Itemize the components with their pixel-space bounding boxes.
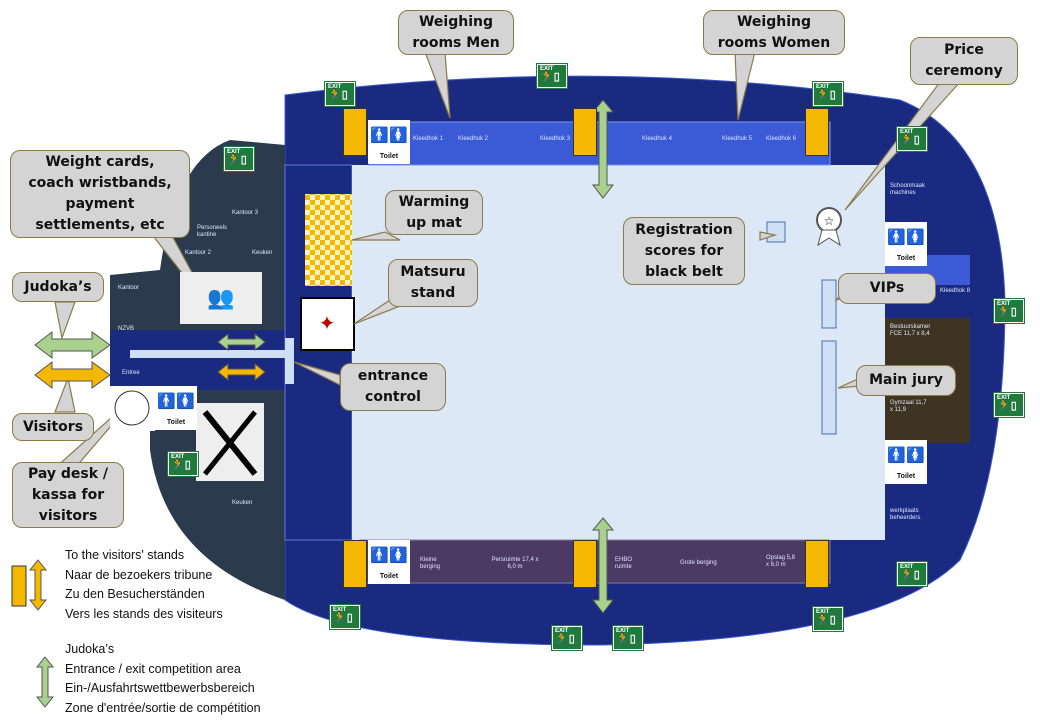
room-label: Keuken bbox=[232, 500, 253, 506]
room-label: Kleedhok 8 bbox=[940, 288, 971, 294]
room-label: EHBO ruimte bbox=[615, 557, 633, 570]
registration-table bbox=[766, 221, 786, 243]
room-label: Keuken bbox=[252, 250, 273, 256]
room-label: NZVB bbox=[118, 326, 135, 332]
callout-main-jury: Main jury bbox=[856, 365, 956, 396]
room-label: werkplaats beheerders bbox=[890, 508, 921, 521]
room-label: Kleedhok 1 bbox=[413, 136, 444, 142]
room-label: Grote berging bbox=[680, 560, 717, 566]
judoka-arrows bbox=[34, 99, 615, 614]
room-label: Kantoor bbox=[118, 285, 140, 291]
stairs-icon bbox=[343, 540, 367, 588]
entrance-control-gate bbox=[285, 338, 294, 384]
warming-up-mat bbox=[305, 194, 352, 286]
room-label: Persruimte 17,4 x 6,0 m bbox=[491, 557, 539, 570]
vip-table bbox=[821, 279, 837, 329]
exit-sign: EXIT🏃▯ bbox=[223, 146, 255, 172]
exit-sign: EXIT🏃▯ bbox=[812, 81, 844, 107]
toilet-sign: 🚹🚺Toilet bbox=[885, 222, 927, 266]
svg-text:✦: ✦ bbox=[319, 313, 336, 335]
room-label: Bestuurskamer FCE 11,7 x 8,4 bbox=[890, 324, 931, 337]
exit-sign: EXIT🏃▯ bbox=[993, 392, 1025, 418]
room-label: Personeels kantine bbox=[197, 225, 228, 238]
stairs-icon bbox=[805, 108, 829, 156]
room-label: Kleedhok 4 bbox=[642, 136, 673, 142]
room-label: Kleine berging bbox=[420, 557, 441, 570]
room-label: Kleedhok 6 bbox=[766, 136, 797, 142]
callout-visitors: Visitors bbox=[12, 413, 94, 441]
room-label: Kleedhok 5 bbox=[722, 136, 753, 142]
room-label: Schoonmaak machines bbox=[890, 183, 926, 196]
exit-sign: EXIT🏃▯ bbox=[896, 561, 928, 587]
stairs-icon bbox=[343, 108, 367, 156]
svg-text:👥: 👥 bbox=[207, 285, 234, 310]
room-label: Gymzaal 11,7 x 11,9 bbox=[890, 400, 927, 413]
stairs-icon bbox=[573, 108, 597, 156]
toilet-sign: 🚹🚺Toilet bbox=[155, 386, 197, 430]
pay-desk-icon bbox=[110, 386, 155, 431]
exit-sign: EXIT🏃▯ bbox=[167, 451, 199, 477]
exit-sign: EXIT🏃▯ bbox=[896, 126, 928, 152]
exit-sign: EXIT🏃▯ bbox=[324, 81, 356, 107]
svg-text:☆: ☆ bbox=[824, 214, 835, 228]
exit-sign: EXIT🏃▯ bbox=[812, 606, 844, 632]
toilet-sign: 🚹🚺Toilet bbox=[368, 540, 410, 584]
room-label: Kleedhok 2 bbox=[458, 136, 489, 142]
toilet-sign: 🚹🚺Toilet bbox=[368, 120, 410, 164]
callout-vips: VIPs bbox=[838, 273, 936, 304]
room-label: Kleedhok 3 bbox=[540, 136, 571, 142]
exit-sign: EXIT🏃▯ bbox=[993, 298, 1025, 324]
exit-sign: EXIT🏃▯ bbox=[551, 625, 583, 651]
room-label: Kantoor 2 bbox=[185, 250, 212, 256]
main-jury-table bbox=[821, 340, 837, 435]
stairs-icon bbox=[573, 540, 597, 588]
room-label: Kantoor 3 bbox=[232, 210, 259, 216]
stairs-icon bbox=[805, 540, 829, 588]
room-label: Opslag 5,8 x 6,0 m bbox=[766, 555, 796, 568]
desk-staff-icon bbox=[180, 272, 262, 324]
award-icon: ☆ bbox=[816, 207, 842, 247]
exit-sign: EXIT🏃▯ bbox=[329, 604, 361, 630]
exit-sign: EXIT🏃▯ bbox=[536, 63, 568, 89]
room-label: Entree bbox=[122, 370, 140, 376]
toilet-sign: 🚹🚺Toilet bbox=[885, 440, 927, 484]
exit-sign: EXIT🏃▯ bbox=[612, 625, 644, 651]
visitor-arrows bbox=[34, 360, 266, 390]
callout-judokas: Judoka’s bbox=[12, 272, 104, 302]
